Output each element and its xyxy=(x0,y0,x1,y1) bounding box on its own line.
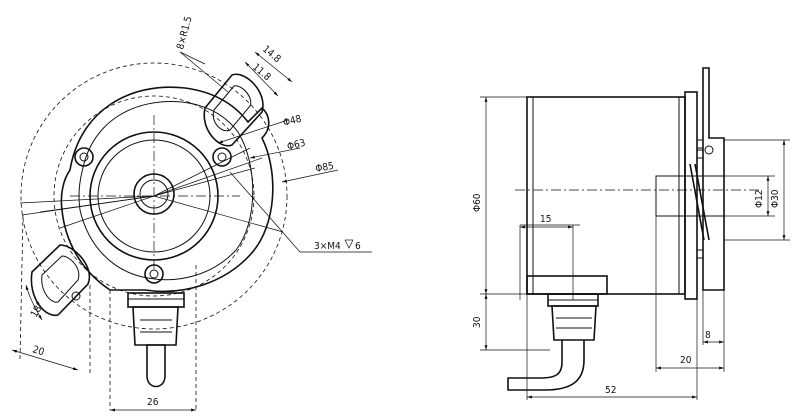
label-dia63: Φ63 xyxy=(286,138,307,153)
label-angle: 18° xyxy=(29,300,47,319)
mount-dashed-circle xyxy=(53,95,255,297)
label-connector-height: 30 xyxy=(472,316,483,328)
label-dia48: Φ48 xyxy=(282,114,303,129)
label-thread: 3×M4 xyxy=(314,241,341,252)
slot-ear-top xyxy=(203,73,264,147)
outer-dashed-circle xyxy=(20,62,288,330)
side-cable xyxy=(507,340,585,391)
dim-thread xyxy=(229,171,372,253)
label-width-inner: 11.8 xyxy=(250,62,273,83)
side-cable-gland xyxy=(551,305,597,341)
front-connector xyxy=(127,292,185,388)
screw-right xyxy=(212,147,232,167)
label-shaft-len: 20 xyxy=(680,355,692,366)
label-thread-depth: 6 xyxy=(355,241,361,252)
dim-width-inner xyxy=(244,61,279,97)
dim-ear-offset xyxy=(11,349,79,371)
label-connector-width: 26 xyxy=(147,397,159,408)
screw-top xyxy=(74,147,94,167)
label-dia85: Φ85 xyxy=(315,161,335,175)
hollow-shaft-boss xyxy=(655,175,725,217)
label-total-len: 52 xyxy=(605,385,616,396)
side-view: Φ60 30 15 Φ12 Φ30 8 20 52 xyxy=(472,67,790,400)
flange-outline xyxy=(60,86,274,293)
label-bore-dia: Φ12 xyxy=(754,189,765,208)
label-ear-offset: 20 xyxy=(31,344,46,358)
dim-dia63 xyxy=(249,147,301,159)
dim-angle xyxy=(25,284,43,321)
encoder-body xyxy=(526,96,686,295)
label-flange-thk: 8 xyxy=(705,330,711,341)
flange-inner-outline xyxy=(78,101,254,281)
label-width-outer: 14.8 xyxy=(260,44,283,65)
label-cable-pos: 15 xyxy=(540,214,551,225)
radial-dim-lines xyxy=(19,147,284,233)
ear-ext-line xyxy=(19,214,24,361)
flange-plate xyxy=(684,91,698,300)
label-body-dia: Φ60 xyxy=(472,193,483,212)
screw-bottom xyxy=(144,264,164,284)
front-view: 8×R1.5 14.8 11.8 Φ48 Φ63 Φ85 3×M4 6 18° … xyxy=(11,15,372,412)
dim-dia48 xyxy=(217,119,289,144)
label-boss-dia: Φ30 xyxy=(770,189,781,208)
mounting-bracket xyxy=(702,67,725,291)
label-slot-radius: 8×R1.5 xyxy=(175,15,194,51)
thread-depth-icon xyxy=(344,239,354,249)
dim-dia85 xyxy=(281,169,339,183)
side-connector-base xyxy=(526,275,608,295)
dim-slot-radius xyxy=(179,51,229,93)
